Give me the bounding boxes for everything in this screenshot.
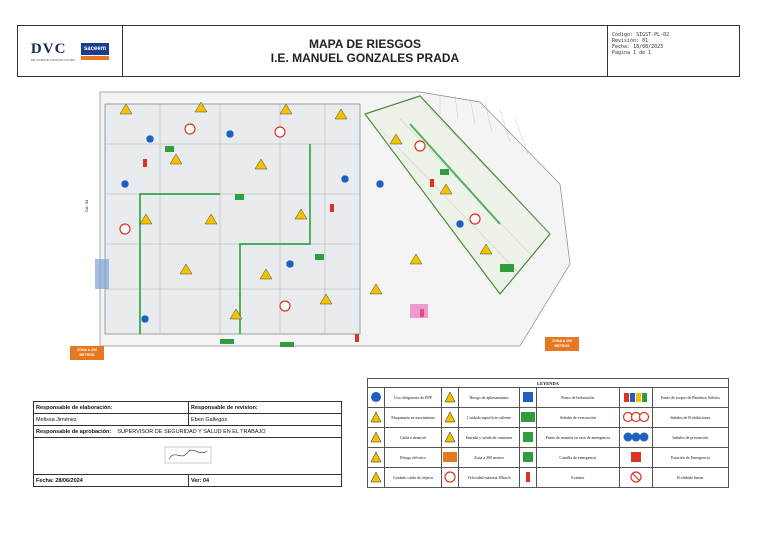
emergency-station-icon (630, 452, 641, 462)
aprob-label: Responsable de aprobación: (36, 428, 112, 435)
legend-item: Señales de Prohibiciones (651, 407, 730, 428)
hot-surface-icon (444, 411, 456, 423)
assembly-point-icon (523, 432, 533, 442)
document-meta: Código: SIGST-PL-02 Revisión: 01 Fecha: … (608, 26, 739, 76)
meta-code: Código: SIGST-PL-02 (612, 32, 670, 38)
rev-name: Eben Gallegos (188, 413, 342, 426)
dvc-logo-text: DVC (30, 40, 67, 57)
legend-item: Señales de prevención (651, 427, 730, 448)
fecha-label: Fecha: 28/06/2024 (33, 474, 189, 487)
legend-item: Velocidad máxima 10km/h (458, 467, 520, 488)
ver-label: Ver: 04 (188, 474, 342, 487)
dvc-logo-subtext: DE VICENTE CONSTRUCTORA (30, 57, 76, 62)
zona-200-tag-right: ZONA A 200 METROS (545, 337, 579, 351)
saceem-logo: saceem (81, 42, 110, 60)
approval-table: Responsable de elaboración: Responsable … (33, 401, 342, 487)
legend-item: Riesgo eléctrico (383, 447, 443, 468)
waste-bins-icon (623, 393, 647, 402)
dvc-logo: DVC DE VICENTE CONSTRUCTORA (31, 41, 75, 62)
prevention-signs-icon (623, 432, 649, 442)
street-label: CA. 34 (84, 199, 89, 212)
speed-limit-icon (444, 471, 456, 483)
legend-item: Zona a 200 metros (458, 447, 520, 468)
epp-icon (371, 392, 381, 402)
zona-200-tag-left: ZONA A 200 METROS (70, 346, 104, 360)
aprob-row: Responsable de aprobación: SUPERVISOR DE… (33, 425, 342, 438)
risk-map: CA. 34 ZONA A 200 METROS ZONA A 200 METR… (70, 84, 580, 360)
legend-item: Camilla de emergencia (536, 447, 620, 468)
no-smoking-icon (630, 471, 642, 483)
legend-item: Punto de reunión en caso de emergencia (536, 427, 620, 448)
saceem-logo-text: saceem (81, 42, 110, 55)
evacuation-icon (521, 412, 535, 422)
legend-item: Punto de hidratación (536, 387, 620, 408)
legend-item: Riesgo de aplastamiento (458, 387, 520, 408)
zona-200-icon (443, 452, 458, 462)
legend-item: Cuidado caída de objetos (383, 467, 443, 488)
legend-item: Punto de acopio de Residuos Sólidos (651, 387, 730, 408)
title-line-1: MAPA DE RIESGOS (308, 37, 421, 51)
meta-page: Pagina 1 de 1 (612, 50, 652, 56)
site-plan-drawing: CA. 34 (84, 91, 571, 347)
legend-table: LEYENDA Uso obligatorio de EPP Riesgo de… (367, 378, 730, 488)
legend-item: Extintor (536, 467, 620, 488)
elab-name: Melissa Jiménez (33, 413, 189, 426)
elab-label: Responsable de elaboración: (33, 401, 189, 414)
legend-title: LEYENDA (367, 378, 729, 388)
document-header: DVC DE VICENTE CONSTRUCTORA saceem MAPA … (17, 25, 740, 77)
legend-item: Cuidado superficie caliente (458, 407, 520, 428)
hydration-icon (523, 392, 533, 402)
signature-cell (33, 437, 342, 475)
falling-objects-icon (370, 471, 382, 483)
legend-item: Entrada y salida de camiones (458, 427, 520, 448)
legend-item: Señales de evacuación (536, 407, 620, 428)
rev-label: Responsable de revision: (188, 401, 342, 414)
machinery-icon (370, 411, 382, 423)
meta-date: Fecha: 18/08/2023 (612, 44, 664, 50)
title-line-2: I.E. MANUEL GONZALES PRADA (270, 51, 460, 65)
fall-icon (370, 431, 382, 443)
crush-warning-icon (444, 391, 456, 403)
truck-icon (444, 431, 456, 443)
signature-stamp (164, 446, 211, 464)
legend-item: Estación de Emergencia (651, 447, 730, 468)
company-logos: DVC DE VICENTE CONSTRUCTORA saceem (18, 26, 123, 76)
prohibition-signs-icon (622, 411, 649, 423)
legend-item: Maquinaria en movimiento (383, 407, 443, 428)
legend-item: Uso obligatorio de EPP (383, 387, 443, 408)
document-title: MAPA DE RIESGOS I.E. MANUEL GONZALES PRA… (123, 26, 608, 76)
electric-icon (370, 451, 382, 463)
stretcher-icon (523, 452, 533, 462)
legend-item: Prohibido fumar (651, 467, 730, 488)
meta-revision: Revisión: 01 (612, 38, 649, 44)
extinguisher-icon (526, 472, 530, 482)
legend-item: Caída a desnivel (383, 427, 443, 448)
aprob-name: SUPERVISOR DE SEGURIDAD Y SALUD EN EL TR… (117, 428, 266, 435)
